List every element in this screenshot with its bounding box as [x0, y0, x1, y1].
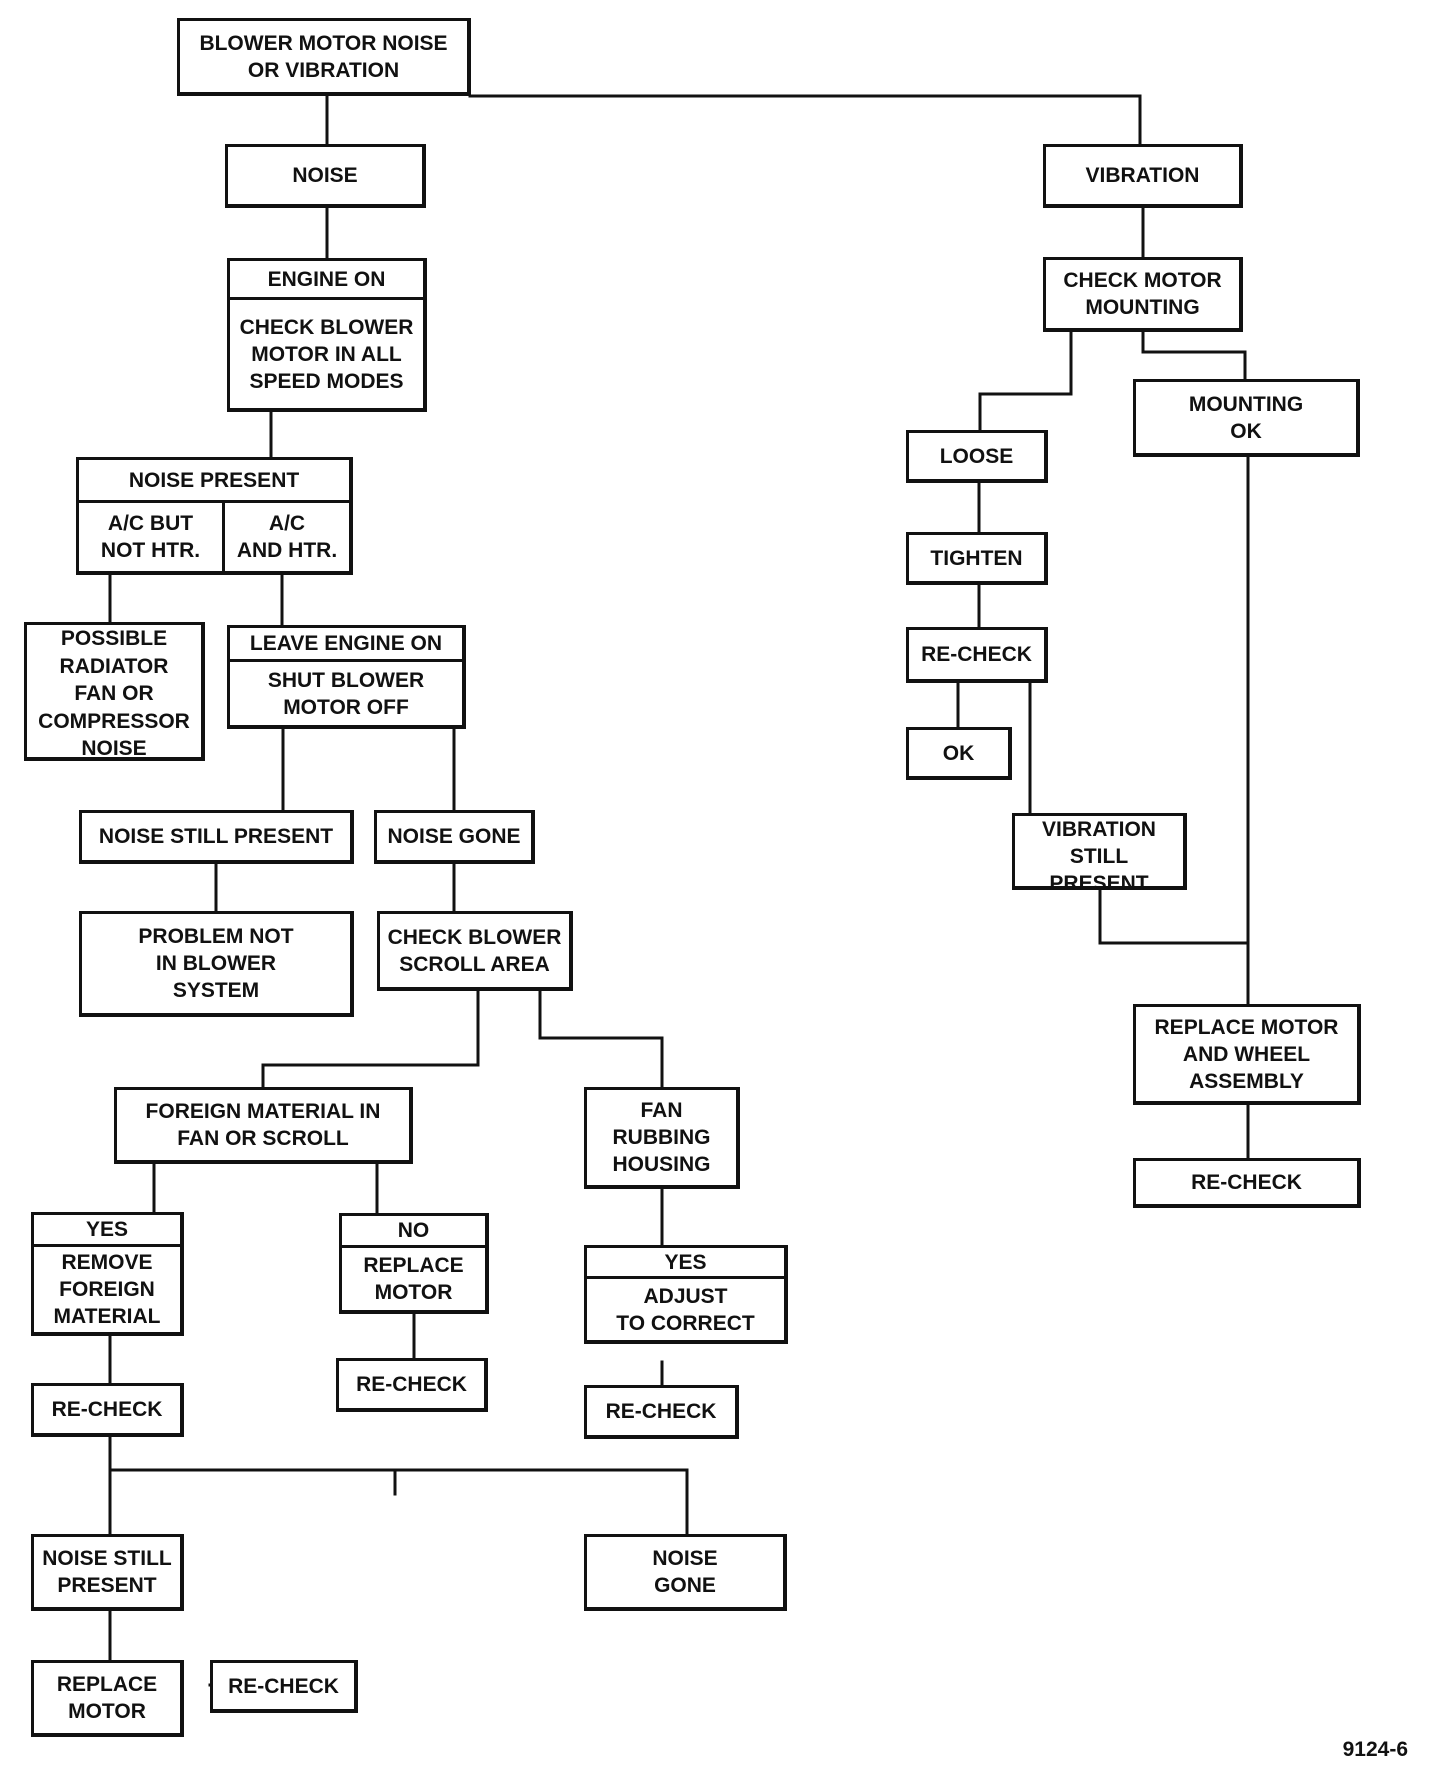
connector [538, 987, 664, 1089]
node-recheck-replace-wheel: RE-CHECK [1133, 1158, 1361, 1208]
node-noise: NOISE [225, 144, 426, 208]
node-fan-rubbing-label: FAN RUBBING HOUSING [612, 1099, 711, 1176]
node-recheck-6-label: RE-CHECK [1191, 1171, 1302, 1194]
node-noise-still-present-2: NOISE STILL PRESENT [31, 1534, 184, 1611]
node-noise-label: NOISE [292, 164, 358, 187]
node-replace-motor-2-label: REPLACE MOTOR [56, 1673, 158, 1723]
node-noise-present: NOISE PRESENT A/C BUT NOT HTR. A/C AND H… [76, 457, 353, 575]
node-vibration-still-present: VIBRATION STILL PRESENT [1012, 813, 1187, 895]
node-noise-still-present-1-label: NOISE STILL PRESENT [98, 825, 334, 848]
node-ok-label: OK [942, 741, 975, 765]
node-replace-motor-1-label: REPLACE MOTOR [363, 1254, 464, 1304]
node-no-1-label: NO [342, 1216, 485, 1248]
node-replace-motor-wheel-label: REPLACE MOTOR AND WHEEL ASSEMBLY [1154, 1015, 1339, 1093]
node-recheck-noise-1: RE-CHECK [31, 1383, 184, 1437]
node-root-label: BLOWER MOTOR NOISE OR VIBRATION [199, 31, 448, 82]
node-check-motor-mounting: CHECK MOTOR MOUNTING [1043, 257, 1243, 332]
connector [261, 987, 480, 1089]
node-vibration-label: VIBRATION [1085, 164, 1200, 187]
node-replace-motor-2: REPLACE MOTOR [31, 1660, 184, 1737]
node-ac-not-htr-label: A/C BUT NOT HTR. [100, 512, 201, 562]
figure-number: 9124-6 [1342, 1738, 1408, 1761]
node-loose: LOOSE [906, 430, 1048, 483]
node-shut-blower-off-label: SHUT BLOWER MOTOR OFF [267, 668, 425, 719]
node-recheck-noise-3: RE-CHECK [584, 1385, 739, 1439]
node-replace-motor-1: NO REPLACE MOTOR [339, 1213, 489, 1314]
node-tighten: TIGHTEN [906, 532, 1048, 585]
node-ac-and-htr-label: A/C AND HTR. [222, 503, 349, 571]
connector [108, 1435, 689, 1536]
connector [1098, 886, 1250, 945]
node-ok: OK [906, 727, 1012, 780]
node-noise-gone-1: NOISE GONE [374, 810, 535, 864]
node-recheck-4-label: RE-CHECK [228, 1674, 339, 1698]
node-noise-present-label: NOISE PRESENT [79, 460, 349, 503]
node-check-scroll: CHECK BLOWER SCROLL AREA [377, 911, 573, 991]
node-recheck-3-label: RE-CHECK [605, 1400, 717, 1423]
node-check-blower-modes-label: CHECK BLOWER MOTOR IN ALL SPEED MODES [239, 315, 414, 393]
connector [1141, 328, 1247, 381]
node-noise-present-options: A/C BUT NOT HTR. A/C AND HTR. [79, 503, 349, 571]
node-recheck-1-label: RE-CHECK [51, 1398, 163, 1421]
node-tighten-label: TIGHTEN [930, 546, 1023, 570]
node-leave-engine-on-label: LEAVE ENGINE ON [230, 628, 462, 662]
node-noise-still-present-1: NOISE STILL PRESENT [79, 810, 354, 864]
node-loose-label: LOOSE [939, 444, 1014, 468]
node-remove-foreign: YES REMOVE FOREIGN MATERIAL [31, 1212, 184, 1336]
node-remove-foreign-label: REMOVE FOREIGN MATERIAL [53, 1251, 161, 1328]
node-adjust-correct-label: ADJUST TO CORRECT [616, 1284, 755, 1335]
node-vibration-still-present-label: VIBRATION STILL PRESENT [1042, 818, 1156, 895]
node-problem-not-blower: PROBLEM NOT IN BLOWER SYSTEM [79, 911, 354, 1017]
node-noise-still-present-2-label: NOISE STILL PRESENT [42, 1547, 172, 1597]
node-possible-radiator: POSSIBLE RADIATOR FAN OR COMPRESSOR NOIS… [24, 622, 205, 761]
node-adjust-correct: YES ADJUST TO CORRECT [584, 1245, 788, 1344]
node-engine-on-label: ENGINE ON [230, 261, 423, 300]
node-problem-not-blower-label: PROBLEM NOT IN BLOWER SYSTEM [138, 925, 294, 1002]
node-mounting-ok-label: MOUNTING OK [1188, 392, 1304, 443]
node-recheck-5-label: RE-CHECK [921, 643, 1032, 666]
node-recheck-2-label: RE-CHECK [356, 1373, 467, 1396]
node-noise-gone-2-label: NOISE GONE [652, 1547, 718, 1597]
node-yes-2-label: YES [587, 1248, 784, 1279]
node-replace-motor-wheel: REPLACE MOTOR AND WHEEL ASSEMBLY [1133, 1004, 1361, 1105]
node-recheck-noise-2: RE-CHECK [336, 1358, 488, 1412]
node-noise-gone-2: NOISE GONE [584, 1534, 787, 1611]
node-fan-rubbing: FAN RUBBING HOUSING [584, 1087, 740, 1189]
node-mounting-ok: MOUNTING OK [1133, 379, 1360, 457]
node-recheck-noise-4: RE-CHECK [210, 1660, 358, 1713]
node-vibration: VIBRATION [1043, 144, 1243, 208]
node-leave-engine-on: LEAVE ENGINE ON SHUT BLOWER MOTOR OFF [227, 625, 466, 729]
node-check-blower-modes: ENGINE ON CHECK BLOWER MOTOR IN ALL SPEE… [227, 258, 427, 412]
node-possible-radiator-label: POSSIBLE RADIATOR FAN OR COMPRESSOR NOIS… [38, 627, 190, 760]
node-root: BLOWER MOTOR NOISE OR VIBRATION [177, 18, 471, 96]
node-check-mounting-label: CHECK MOTOR MOUNTING [1063, 269, 1222, 319]
node-foreign-material-label: FOREIGN MATERIAL IN FAN OR SCROLL [145, 1100, 381, 1150]
node-yes-1-label: YES [34, 1215, 180, 1247]
connector [978, 328, 1073, 432]
node-check-scroll-label: CHECK BLOWER SCROLL AREA [387, 925, 562, 976]
connector [468, 94, 1142, 146]
node-foreign-material: FOREIGN MATERIAL IN FAN OR SCROLL [114, 1087, 413, 1164]
node-noise-gone-1-label: NOISE GONE [387, 825, 521, 848]
node-recheck-mounting: RE-CHECK [906, 627, 1048, 683]
